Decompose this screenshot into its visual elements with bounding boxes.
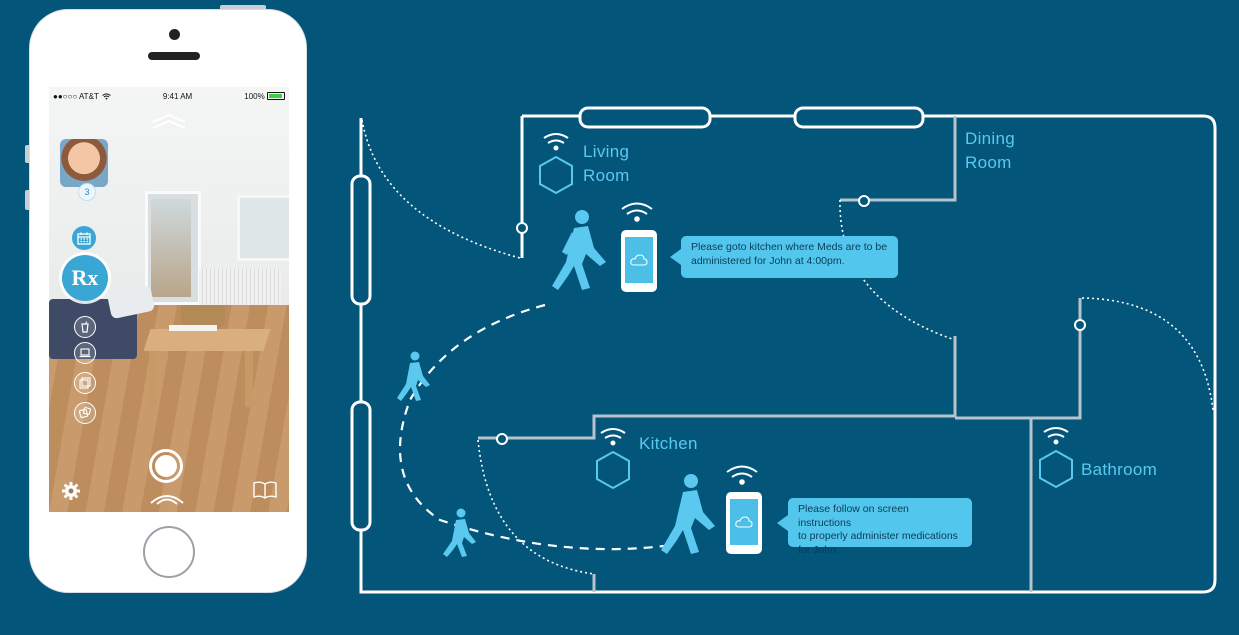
room-label-line: Room (583, 166, 630, 185)
drink-button[interactable] (74, 316, 96, 338)
smartphone-screen (730, 499, 758, 545)
cloud-icon (630, 254, 648, 266)
phone-side-switch (220, 5, 266, 11)
message-line: for John. (798, 543, 839, 556)
record-button[interactable] (149, 449, 183, 483)
message-bubble-kitchen: Please follow on screen instructions to … (777, 498, 972, 556)
dice-icon (79, 407, 91, 419)
window (793, 106, 925, 129)
hexagon-sensor-icon (596, 450, 630, 490)
smartphone-screen (625, 237, 653, 283)
dining-room-wall (840, 116, 957, 202)
front-camera (169, 29, 180, 40)
smartphone-icon (726, 492, 762, 554)
outer-wall (359, 114, 1217, 594)
calendar-button[interactable] (72, 226, 96, 250)
phone-volume-button (25, 145, 31, 163)
room-photo-table-leg (245, 349, 253, 407)
room-label-dining-room: Dining Room (965, 127, 1015, 175)
room-photo-window (237, 195, 289, 261)
wifi-icon (621, 202, 653, 222)
hexagon-sensor-icon (1039, 449, 1073, 489)
wifi-icon (600, 428, 626, 446)
window (350, 174, 372, 306)
wifi-icon (543, 133, 569, 151)
walking-person-icon (443, 508, 476, 557)
laptop-button[interactable] (74, 342, 96, 364)
room-label-bathroom: Bathroom (1081, 460, 1158, 479)
door-swing (477, 439, 595, 575)
room-label-kitchen: Kitchen (639, 434, 698, 453)
drink-icon (81, 321, 89, 333)
door-hinge (1074, 319, 1086, 331)
door-hinge (496, 433, 508, 445)
rx-icon: Rx (71, 265, 99, 290)
room-photo-table-leg (149, 349, 157, 407)
wifi-icon (1043, 427, 1069, 445)
clock-label: 9:41 AM (162, 91, 193, 101)
walking-person-icon (397, 351, 430, 401)
door-swing (361, 119, 521, 259)
door-hinge (858, 195, 870, 207)
games-button[interactable] (74, 402, 96, 424)
calendar-icon (77, 232, 91, 245)
walking-path (398, 303, 673, 551)
door-hinge (516, 222, 528, 234)
avatar[interactable] (60, 139, 108, 187)
bathroom-wall (955, 298, 1082, 420)
door-swing (1081, 297, 1214, 411)
walking-person-icon (661, 474, 715, 554)
room-photo-hallway (151, 199, 191, 297)
smartphone-icon (621, 230, 657, 292)
battery-label: 100% (244, 91, 265, 101)
gear-icon[interactable] (61, 481, 81, 501)
status-bar: ●●○○○ AT&T 9:41 AM 100% (49, 87, 289, 105)
rx-medication-button[interactable]: Rx (62, 255, 108, 301)
room-label-living-room: Living Room (583, 140, 630, 188)
phone-volume-button (25, 190, 31, 210)
wifi-status-icon (101, 92, 111, 99)
phone-mockup: ●●○○○ AT&T 9:41 AM 100% 3 Rx (30, 10, 306, 592)
room-label-line: Living (583, 142, 630, 161)
battery-icon (266, 92, 285, 101)
window (350, 400, 372, 532)
record-dot (155, 455, 177, 477)
phone-screen: ●●○○○ AT&T 9:41 AM 100% 3 Rx (49, 87, 289, 512)
message-line: administered for John at 4:00pm. (691, 254, 845, 267)
message-line: Please follow on screen instructions (798, 503, 909, 529)
broadcast-waves-icon (150, 495, 184, 505)
door-swing (839, 199, 956, 341)
message-line: Please goto kitchen where Meds are to be (691, 241, 888, 253)
room-photo-book (169, 325, 217, 331)
room-label-line: Room (965, 153, 1012, 172)
interior-wall (478, 336, 957, 440)
window (578, 106, 712, 129)
status-left: ●●○○○ AT&T (53, 92, 111, 101)
home-button[interactable] (143, 526, 195, 578)
room-photo-radiator (199, 269, 281, 307)
room-label-line: Dining (965, 129, 1015, 148)
photos-button[interactable] (74, 372, 96, 394)
hexagon-sensor-icon (539, 155, 573, 195)
message-line: to properly administer medications (798, 530, 958, 542)
battery-status: 100% (244, 92, 285, 101)
walking-person-icon (552, 210, 606, 290)
laptop-icon (79, 348, 91, 358)
cloud-icon (735, 516, 753, 528)
book-icon[interactable] (253, 481, 277, 499)
photos-icon (79, 377, 91, 389)
earpiece-speaker (148, 52, 200, 60)
message-bubble-living-room: Please goto kitchen where Meds are to be… (670, 236, 898, 278)
carrier-label: ●●○○○ AT&T (53, 91, 99, 101)
swipe-up-chevron-icon[interactable] (149, 113, 189, 131)
wifi-icon (726, 465, 758, 485)
notification-count-badge: 3 (78, 183, 96, 201)
